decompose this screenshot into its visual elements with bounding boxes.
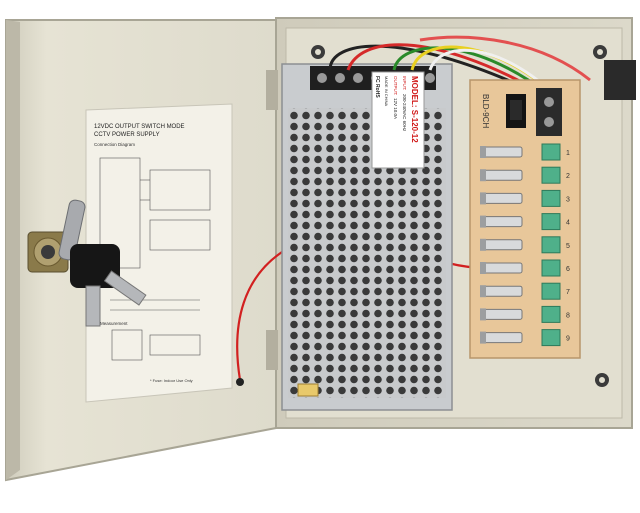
channel-number: 7 [566,289,570,296]
sticker-fuse-note: * Fuse: Indoor Use Only [150,378,193,383]
sticker-title-line1: 12VDC OUTPUT SWITCH MODE [94,124,185,130]
fuse-holder [480,262,486,274]
fuse-holder [480,146,486,158]
fuse-holder [480,308,486,321]
psu-module: MODEL: S-120-12 INPUT: 200-240VAC 60Hz O… [281,63,453,411]
channel-row: 7 [480,282,570,300]
hinge [266,70,278,110]
fuse[interactable] [483,146,523,158]
channel-row: 9 [480,329,570,347]
fuse[interactable] [483,239,523,251]
channel-row: 3 [480,189,570,207]
output-terminal[interactable] [541,329,561,347]
mounting-hole-icon [593,45,607,59]
fuse[interactable] [483,285,523,297]
fuse[interactable] [483,216,523,228]
channel-row: 2 [480,166,570,184]
sticker-connection-heading: Connection Diagram [94,142,135,147]
fuse[interactable] [483,308,523,320]
door-sticker: 12VDC OUTPUT SWITCH MODE CCTV POWER SUPP… [85,103,233,403]
channel-row: 6 [480,259,570,277]
fuse[interactable] [483,169,523,181]
psu-label: MODEL: S-120-12 INPUT: 200-240VAC 60Hz O… [371,71,425,169]
psu-origin: MADE IN CHINA [384,76,389,107]
channel-number: 4 [566,220,570,227]
fuse-holder [480,331,486,344]
output-terminal[interactable] [541,166,561,184]
channel-row: 8 [480,305,570,323]
fuse-holder [480,238,486,251]
channel-number: 2 [566,173,570,180]
output-terminal[interactable] [541,305,561,323]
fuse[interactable] [483,262,523,274]
fuse[interactable] [483,192,523,204]
sticker-measurement-heading: Measurement [100,321,128,326]
channel-number: 1 [566,150,570,157]
output-terminal[interactable] [541,213,561,231]
channel-row: 1 [480,143,570,161]
output-terminal[interactable] [541,236,561,254]
cam-lock[interactable] [27,199,86,273]
psu-model: MODEL: S-120-12 [410,76,419,143]
sticker-title-line2: CCTV POWER SUPPLY [94,132,160,138]
channel-row: 5 [480,236,570,254]
output-terminal[interactable] [541,189,561,207]
cable-grommet [604,60,636,100]
channel-number: 6 [566,266,570,273]
wire-terminal [236,378,244,386]
fuse-holder [480,169,486,182]
mounting-hole-icon [311,45,325,59]
mounting-hole-icon [595,373,609,387]
output-terminal[interactable] [541,143,561,161]
key-icon[interactable] [70,244,147,327]
output-terminal[interactable] [541,259,561,277]
psu-certification: FC RoHS [374,76,380,98]
channel-row: 4 [480,213,570,231]
psu-input-label: INPUT: [402,76,407,90]
channel-rows: 1 2 3 4 5 6 7 8 9 [480,143,570,347]
wiring-diagram [99,157,211,361]
input-terminal-block [536,88,562,136]
fuse-holder [480,215,486,228]
output-terminal[interactable] [541,282,561,300]
channel-number: 3 [566,196,570,203]
channel-number: 8 [566,312,570,319]
hinge [266,330,278,370]
fuse-holder [480,192,486,205]
channel-number: 9 [566,336,570,343]
psu-output-label: OUTPUT: [393,76,398,95]
fuse-holder [480,285,486,298]
psu-output-value: 12V 10.0A [393,98,398,119]
psu-input-value: 200-240VAC 60Hz [402,94,407,132]
fuse[interactable] [483,332,523,344]
channel-number: 5 [566,243,570,250]
board-name: BLD-9CH [481,94,490,128]
psu-warning-sticker [297,383,319,397]
